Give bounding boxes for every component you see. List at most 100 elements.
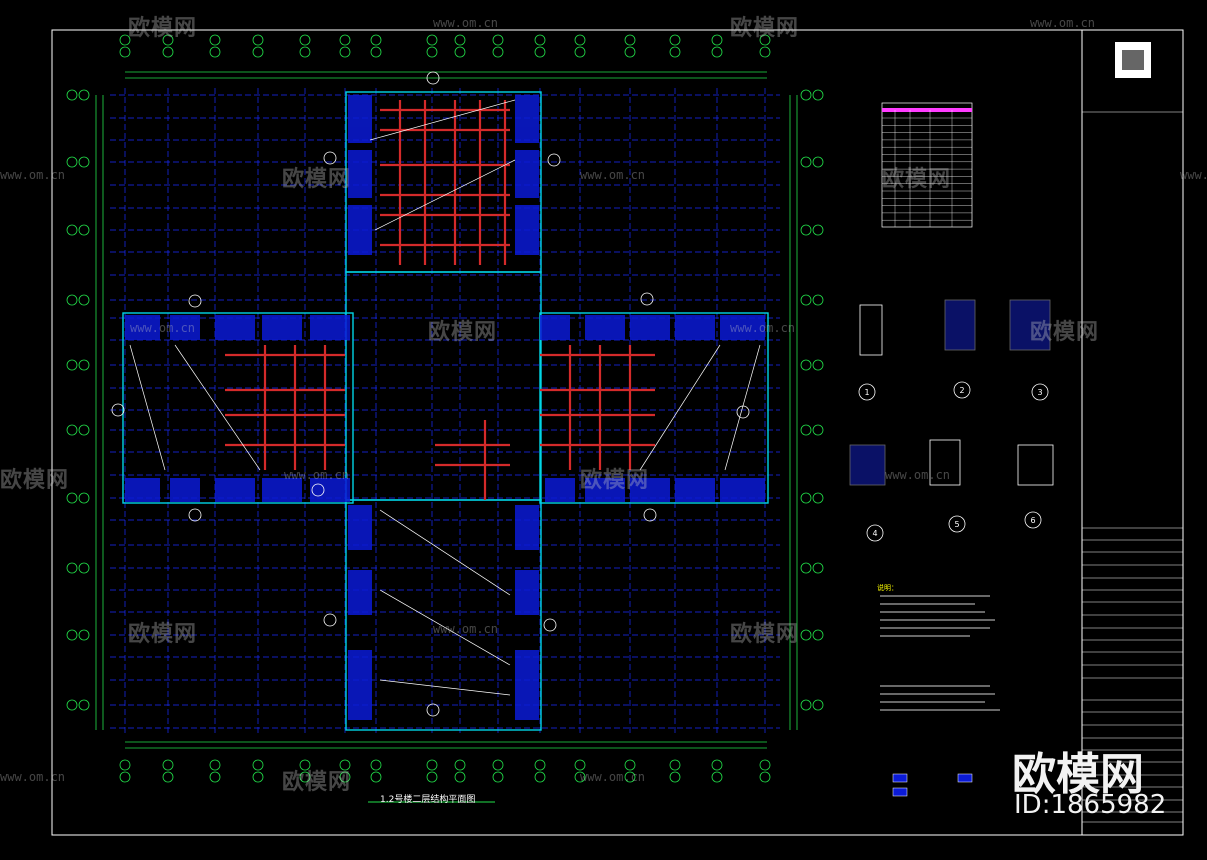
grid-bubble: [299, 34, 311, 46]
detail-number-6: 6: [1030, 516, 1035, 525]
beam-reinforcement-lines: [225, 100, 655, 500]
grid-bubble: [78, 294, 90, 306]
slab-block: [675, 478, 715, 502]
grid-bubble: [759, 771, 771, 783]
grid-axis-bubbles: [66, 34, 824, 783]
grid-bubble: [426, 46, 438, 58]
grid-bubble: [370, 46, 382, 58]
slab-block: [348, 150, 372, 198]
grid-bubble: [800, 492, 812, 504]
detail-numbers: 1 2 3 4 5 6: [864, 386, 1042, 538]
grid-bubble: [534, 759, 546, 771]
slab-block: [348, 205, 372, 255]
grid-bubble: [759, 759, 771, 771]
slab-block: [125, 478, 160, 502]
grid-bubble: [78, 224, 90, 236]
slab-block: [630, 478, 670, 502]
grid-bubble: [574, 34, 586, 46]
grid-bubble: [370, 759, 382, 771]
section-markers: [111, 71, 750, 717]
grid-bubble: [711, 46, 723, 58]
grid-bubble: [800, 629, 812, 641]
grid-bubble: [66, 562, 78, 574]
diagonal-markers: [129, 99, 761, 696]
grid-bubble: [800, 424, 812, 436]
grid-bubble: [812, 699, 824, 711]
slab-block: [310, 478, 350, 502]
grid-bubble: [119, 759, 131, 771]
grid-bubble: [119, 34, 131, 46]
grid-bubble: [812, 562, 824, 574]
grid-bubble: [252, 34, 264, 46]
grid-bubble: [800, 294, 812, 306]
slab-block: [515, 205, 539, 255]
slab-block: [170, 478, 200, 502]
slab-block: [720, 315, 765, 340]
slab-block: [348, 570, 372, 615]
grid-bubble: [339, 46, 351, 58]
grid-bubble: [66, 359, 78, 371]
grid-bubble: [574, 759, 586, 771]
grid-bubble: [534, 46, 546, 58]
detail-number-4: 4: [872, 529, 877, 538]
grid-bubble: [66, 294, 78, 306]
grid-bubble: [669, 759, 681, 771]
grid-bubble: [66, 424, 78, 436]
title-block-frame: [1081, 29, 1184, 836]
grid-bubble: [370, 34, 382, 46]
grid-bubble: [759, 34, 771, 46]
grid-bubble: [454, 759, 466, 771]
grid-bubble: [66, 699, 78, 711]
slab-block: [630, 315, 670, 340]
slab-block: [585, 478, 625, 502]
grid-bubble: [78, 562, 90, 574]
grid-bubble: [299, 771, 311, 783]
grid-bubble: [624, 759, 636, 771]
detail-number-1: 1: [864, 388, 869, 397]
building-walls: [122, 91, 769, 731]
grid-bubble: [800, 699, 812, 711]
slab-block: [515, 570, 539, 615]
grid-bubble: [78, 359, 90, 371]
grid-bubble: [370, 771, 382, 783]
grid-bubble: [339, 34, 351, 46]
grid-bubble: [454, 771, 466, 783]
slab-block: [215, 315, 255, 340]
grid-bubble: [162, 771, 174, 783]
grid-bubble: [812, 629, 824, 641]
grid-bubble: [492, 34, 504, 46]
grid-bubble: [209, 771, 221, 783]
slab-block: [515, 505, 539, 550]
grid-bubble: [492, 46, 504, 58]
detail-number-3: 3: [1037, 388, 1042, 397]
structural-grid: [110, 88, 780, 735]
title-block-rows: [1082, 111, 1183, 823]
slab-block: [310, 315, 350, 340]
grid-bubble: [119, 771, 131, 783]
grid-bubble: [711, 771, 723, 783]
slab-block: [515, 650, 539, 720]
grid-bubble: [669, 34, 681, 46]
grid-bubble: [454, 34, 466, 46]
grid-bubble: [78, 492, 90, 504]
grid-bubble: [454, 46, 466, 58]
grid-bubble: [66, 492, 78, 504]
grid-bubble: [812, 156, 824, 168]
grid-bubble: [800, 359, 812, 371]
grid-bubble: [78, 156, 90, 168]
grid-bubble: [339, 759, 351, 771]
slab-block: [515, 150, 539, 198]
detail-number-5: 5: [954, 520, 959, 529]
grid-bubble: [534, 771, 546, 783]
slab-block: [262, 478, 302, 502]
grid-bubble: [492, 771, 504, 783]
grid-bubble: [426, 34, 438, 46]
grid-bubble: [66, 629, 78, 641]
grid-bubble: [812, 294, 824, 306]
grid-bubble: [812, 224, 824, 236]
detail-number-2: 2: [959, 386, 964, 395]
grid-bubble: [800, 156, 812, 168]
schedule-table: [881, 102, 973, 228]
grid-bubble: [812, 359, 824, 371]
